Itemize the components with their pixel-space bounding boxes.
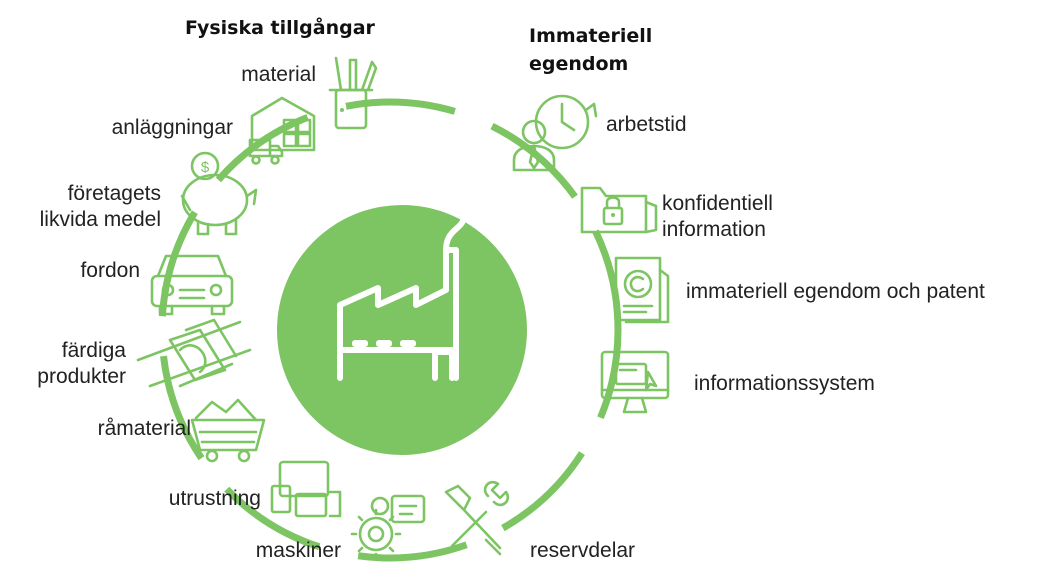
label-ip-and-patents: immateriell egendom och patent bbox=[686, 280, 985, 303]
label-raw-material: råmaterial bbox=[97, 417, 191, 440]
heading-intangible-property: Immateriell egendom bbox=[529, 22, 652, 78]
mine-cart-icon bbox=[190, 398, 266, 463]
computer-monitor-icon bbox=[600, 350, 670, 414]
heading-intangible-line2: egendom bbox=[529, 53, 629, 75]
label-finished-products-line1: färdiga bbox=[61, 339, 126, 362]
piggy-bank-icon: $ bbox=[180, 151, 258, 236]
label-vehicles: fordon bbox=[80, 259, 140, 282]
locked-folder-icon bbox=[580, 186, 658, 234]
copyright-document-icon bbox=[614, 256, 670, 324]
label-spare-parts: reservdelar bbox=[530, 539, 636, 562]
factory-icon bbox=[277, 205, 527, 455]
label-working-time: arbetstid bbox=[606, 113, 687, 136]
heading-intangible-line1: Immateriell bbox=[529, 25, 653, 47]
label-machines: maskiner bbox=[255, 539, 341, 562]
label-liquid-assets-line1: företagets bbox=[67, 182, 161, 205]
conveyor-products-icon bbox=[136, 318, 252, 388]
warehouse-truck-icon bbox=[248, 96, 316, 165]
wrench-screwdriver-icon bbox=[444, 480, 510, 556]
cycle-ring bbox=[158, 98, 622, 562]
label-confidential-information-line1: konfidentiell bbox=[662, 192, 773, 215]
label-facilities: anläggningar bbox=[111, 116, 233, 139]
car-icon bbox=[150, 254, 234, 316]
label-finished-products: färdiga produkter bbox=[37, 338, 126, 390]
devices-icon bbox=[270, 460, 342, 518]
worker-clock-icon bbox=[512, 94, 598, 172]
label-liquid-assets: företagets likvida medel bbox=[40, 181, 161, 233]
label-equipment: utrustning bbox=[168, 487, 261, 510]
label-liquid-assets-line2: likvida medel bbox=[39, 208, 161, 231]
art-supplies-icon bbox=[328, 56, 378, 130]
label-material: material bbox=[241, 63, 316, 86]
label-confidential-information: konfidentiell information bbox=[662, 191, 773, 243]
label-information-systems: informationssystem bbox=[694, 372, 875, 395]
label-confidential-information-line2: information bbox=[662, 218, 766, 241]
heading-physical-assets: Fysiska tillgångar bbox=[185, 17, 375, 39]
svg-text:$: $ bbox=[201, 159, 210, 176]
label-finished-products-line2: produkter bbox=[37, 365, 126, 388]
gear-machine-icon bbox=[350, 494, 426, 560]
